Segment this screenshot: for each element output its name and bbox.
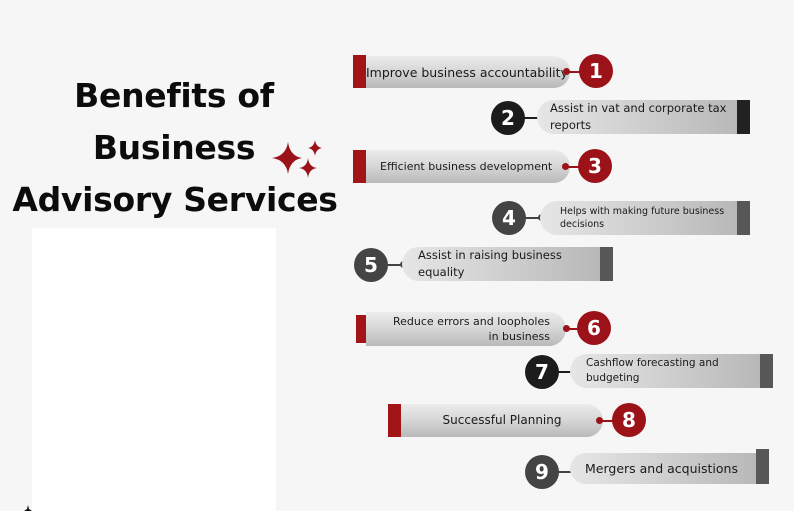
accent-bar [737,100,750,134]
benefit-text: Efficient business development [380,160,553,173]
benefit-label-box: Improve business accountability [366,56,570,88]
connector-line [558,371,573,373]
number-badge: 1 [579,54,613,88]
number-badge: 6 [577,311,611,345]
accent-bar [353,150,366,183]
accent-bar [756,449,769,484]
number-badge: 8 [612,403,646,437]
accent-bar [388,404,401,437]
benefit-text: Mergers and acquistions [585,461,738,476]
connector-dot [563,68,570,75]
benefit-text: Reduce errors and loopholes in business [393,315,550,343]
benefit-label-box: Assist in vat and corporate tax reports [537,100,737,134]
benefit-label-box: Helps with making future business decisi… [540,201,737,235]
benefit-label-box: Cashflow forecasting and budgeting [570,354,760,388]
benefit-label-box: Mergers and acquistions [570,453,756,484]
connector-line [568,328,582,330]
page-title: Benefits of Business Advisory Services [0,70,350,226]
connector-dot [562,163,569,170]
connector-line [601,420,615,422]
accent-bar [600,247,613,281]
benefit-text: Assist in raising business equality [418,248,562,279]
connector-line [567,166,581,168]
title-line-2: Business [92,128,256,167]
small-sparkle-icon [24,505,32,511]
number-badge: 9 [525,455,559,489]
title-line-3: Advisory Services [12,180,338,219]
number-badge: 5 [354,248,388,282]
blank-panel [32,228,276,511]
title-line-1: Benefits of [74,76,274,115]
connector-dot [563,325,570,332]
number-badge: 2 [491,101,525,135]
connector-line [387,264,403,266]
benefit-text: Cashflow forecasting and budgeting [586,357,719,384]
accent-bar [356,315,366,343]
connector-line [568,71,582,73]
number-badge: 3 [578,149,612,183]
benefit-text: Successful Planning [442,413,562,427]
benefit-label-box: Efficient business development [366,150,570,183]
benefit-text: Assist in vat and corporate tax reports [550,101,727,132]
benefit-text: Helps with making future business decisi… [560,206,725,230]
accent-bar [760,354,773,388]
connector-line [525,217,541,219]
benefit-text: Improve business accountability [366,64,568,80]
connector-dot [596,417,603,424]
sparkles-icon [272,140,322,178]
connector-line [558,471,573,473]
benefit-label-box: Assist in raising business equality [402,247,600,281]
connector-line [524,117,540,119]
number-badge: 7 [525,355,559,389]
number-badge: 4 [492,201,526,235]
accent-bar [737,201,750,235]
benefit-label-box: Reduce errors and loopholes in business [366,312,566,346]
accent-bar [353,55,366,88]
benefit-label-box: Successful Planning [401,404,603,437]
